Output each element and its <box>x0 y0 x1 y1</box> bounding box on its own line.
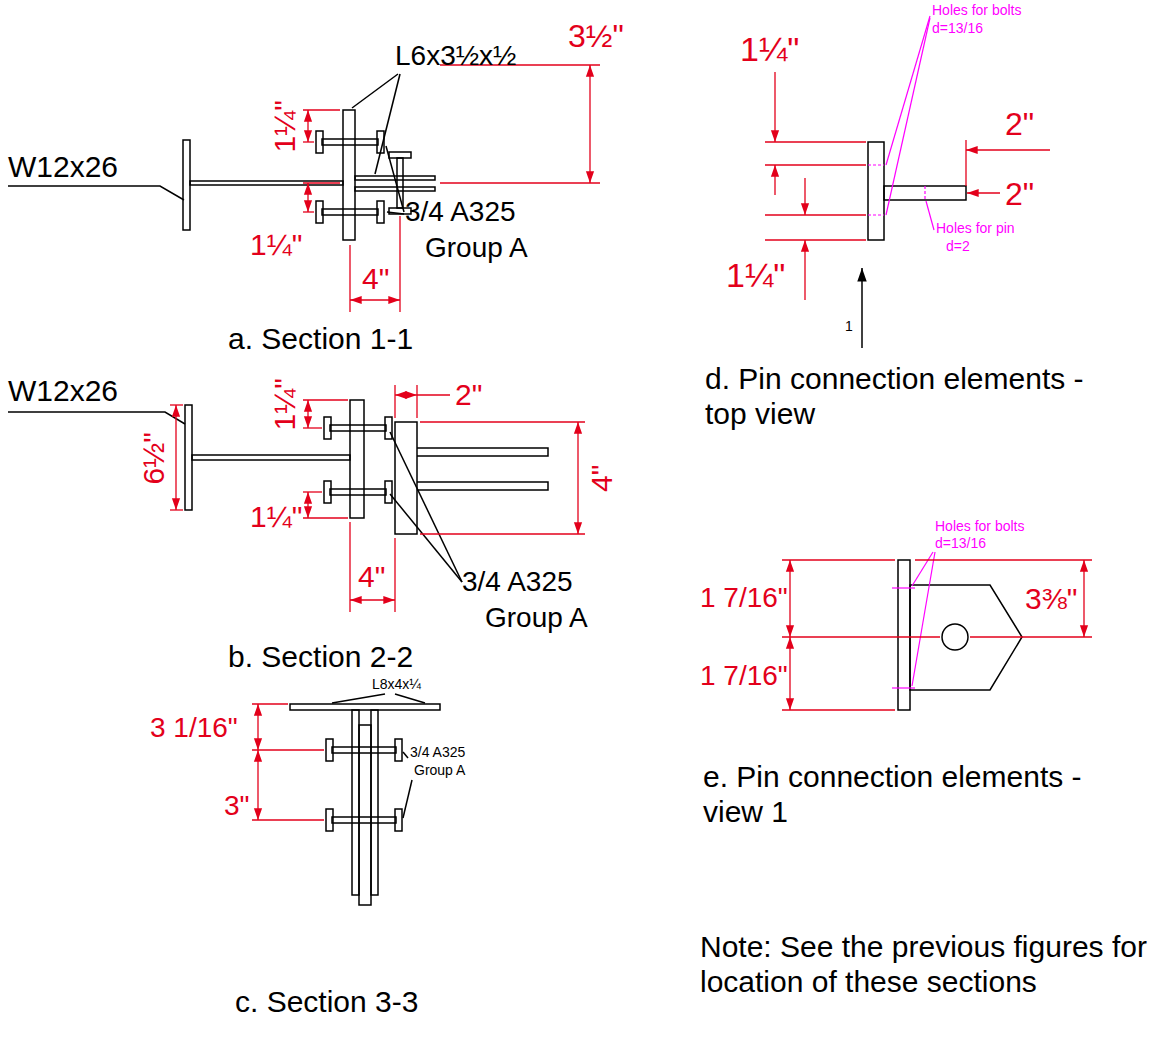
top-view-dimensions <box>765 72 1050 300</box>
section-caption: d. Pin connection elements - top view <box>705 362 1125 431</box>
bolt-label: 3/4 A325 <box>410 744 465 760</box>
dimension-label: 4" <box>358 560 385 595</box>
section-2-2-dimensions <box>170 385 585 612</box>
dimension-label: 1¼" <box>250 500 302 535</box>
section-caption: e. Pin connection elements - view 1 <box>703 760 1123 829</box>
dimension-label: 2" <box>1005 176 1034 213</box>
bolt-label: Group A <box>425 232 528 264</box>
dimension-label: 1 7/16" <box>700 660 788 692</box>
note: Note: See the previous figures for locat… <box>700 930 1155 999</box>
section-3-3-steel <box>290 694 440 905</box>
dimension-label: 1 7/16" <box>700 582 788 614</box>
hole-note: Holes for pin <box>936 220 1015 236</box>
member-label: L6x3½x½ <box>395 40 516 72</box>
hole-note: Holes for bolts <box>932 2 1021 18</box>
dimension-label: 1¼" <box>268 378 303 430</box>
member-label: W12x26 <box>8 150 118 185</box>
dimension-label: 3" <box>224 790 250 822</box>
section-caption: b. Section 2-2 <box>228 640 413 675</box>
section-caption: c. Section 3-3 <box>235 985 418 1020</box>
dimension-label: 4" <box>362 262 389 297</box>
view-1-dimensions <box>782 560 1092 710</box>
dimension-label: 6½" <box>137 432 172 484</box>
dimension-label: 2" <box>455 378 482 413</box>
section-3-3-dimensions <box>252 704 324 820</box>
view-1-hole-leaders <box>892 552 935 688</box>
dimension-label: 1¼" <box>268 100 303 152</box>
bolt-label: Group A <box>485 602 588 634</box>
hole-note: Holes for bolts <box>935 518 1024 534</box>
top-view-hole-leaders <box>868 16 934 230</box>
member-label: L8x4x¼ <box>372 676 421 692</box>
section-1-1-steel <box>8 74 435 240</box>
dimension-label: 1¼" <box>726 256 785 295</box>
dimension-label: 1¼" <box>740 30 799 69</box>
bolt-label: 3/4 A325 <box>462 566 573 598</box>
dimension-label: 3⅜" <box>1025 582 1077 617</box>
view-1-steel <box>898 560 1022 710</box>
dimension-label: 3½" <box>568 18 624 55</box>
dimension-label: 4" <box>586 464 621 491</box>
hole-note: d=13/16 <box>932 20 983 36</box>
section-caption: a. Section 1-1 <box>228 322 413 357</box>
hole-note: d=2 <box>946 238 970 254</box>
bolt-label: 3/4 A325 <box>405 196 516 228</box>
bolt-label: Group A <box>414 762 465 778</box>
dimension-label: 1¼" <box>250 228 302 263</box>
dimension-label: 3 1/16" <box>150 712 238 744</box>
hole-note: d=13/16 <box>935 535 986 551</box>
section-1-1-dimensions <box>303 65 600 312</box>
view-arrow-number: 1 <box>845 318 853 334</box>
dimension-label: 2" <box>1005 106 1034 143</box>
member-label: W12x26 <box>8 374 118 409</box>
